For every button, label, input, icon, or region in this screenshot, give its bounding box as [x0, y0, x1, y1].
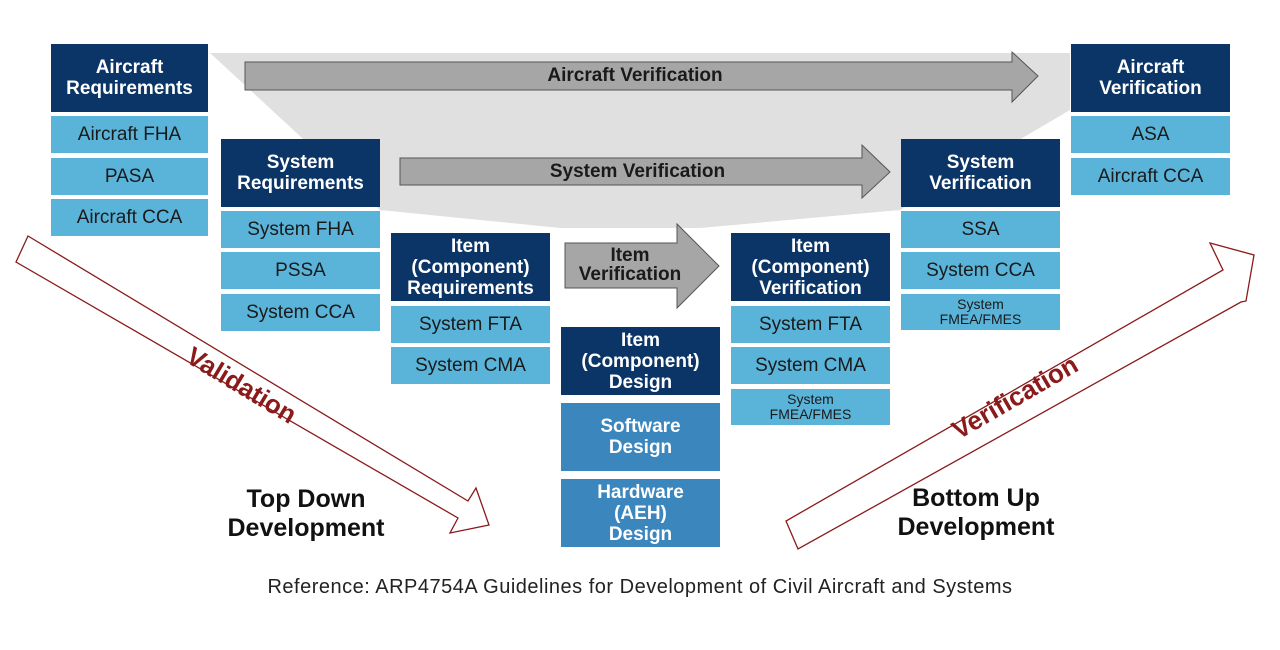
system-verification-arrow-label: System Verification: [549, 161, 726, 182]
aircraft-fha-box: Aircraft FHA: [51, 116, 208, 153]
aircraft-verification-header: Aircraft Verification: [1071, 44, 1230, 112]
item-requirements-header: Item (Component) Requirements: [391, 233, 550, 301]
right-aircraft-cca-box: Aircraft CCA: [1071, 158, 1230, 195]
system-fmea-fmes-box: System FMEA/FMES: [901, 294, 1060, 330]
pasa-box: PASA: [51, 158, 208, 195]
system-cca-box: System CCA: [221, 294, 380, 331]
aircraft-requirements-header: Aircraft Requirements: [51, 44, 208, 112]
top-down-development-label: Top Down Development: [227, 485, 385, 542]
verification-arrow: [785, 241, 1255, 550]
item-verification-header: Item (Component) Verification: [731, 233, 890, 301]
system-verification-header: System Verification: [901, 139, 1060, 207]
system-requirements-header: System Requirements: [221, 139, 380, 207]
validation-arrow: [15, 235, 490, 534]
ssa-box: SSA: [901, 211, 1060, 248]
aircraft-verification-arrow: [244, 50, 1039, 104]
right-system-cma-box: System CMA: [731, 347, 890, 384]
left-system-fta-box: System FTA: [391, 306, 550, 343]
pssa-box: PSSA: [221, 252, 380, 289]
item-verification-arrow-label: Item Verification: [578, 245, 682, 285]
item-verification-arrow: [564, 222, 720, 310]
item-design-header: Item (Component) Design: [561, 327, 720, 395]
aircraft-cca-box: Aircraft CCA: [51, 199, 208, 236]
right-system-fta-box: System FTA: [731, 306, 890, 343]
left-system-cma-box: System CMA: [391, 347, 550, 384]
right-system-cca-box: System CCA: [901, 252, 1060, 289]
hardware-design-box: Hardware (AEH) Design: [561, 479, 720, 547]
system-fha-box: System FHA: [221, 211, 380, 248]
item-fmea-fmes-box: System FMEA/FMES: [731, 389, 890, 425]
software-design-box: Software Design: [561, 403, 720, 471]
system-verification-arrow: [399, 143, 891, 200]
aircraft-verification-arrow-label: Aircraft Verification: [547, 65, 723, 86]
reference-caption: Reference: ARP4754A Guidelines for Devel…: [267, 576, 1013, 598]
bottom-up-development-label: Bottom Up Development: [897, 484, 1055, 541]
asa-box: ASA: [1071, 116, 1230, 153]
